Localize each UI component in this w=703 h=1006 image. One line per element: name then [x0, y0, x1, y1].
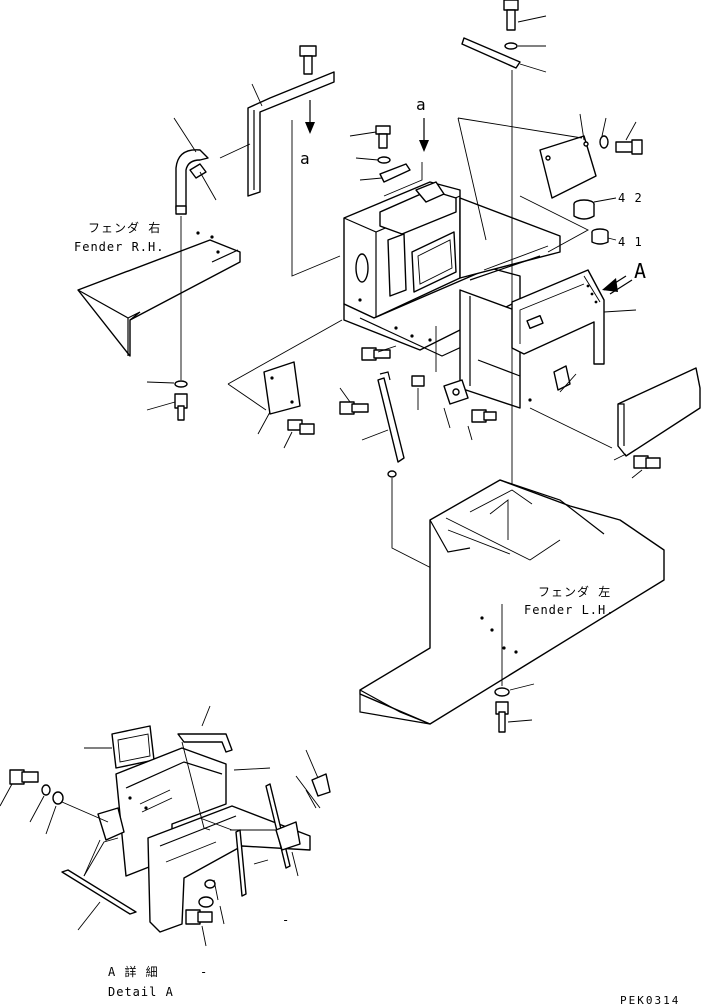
washer-upper-center — [377, 156, 391, 164]
detail-a-jp-label: A 詳 細 — [108, 964, 159, 979]
bolt-frame-mid — [339, 387, 369, 415]
arrow-ref-a-left — [305, 100, 315, 134]
clip-side — [553, 365, 577, 393]
cover-plate-upper — [539, 113, 597, 199]
bolt-lh-bottom — [495, 701, 533, 733]
ref-a-right: a — [416, 95, 426, 114]
detail-washer-1 — [41, 784, 51, 796]
detail-bolt-bottom — [185, 879, 225, 947]
arrow-ref-a-right — [419, 118, 429, 152]
detail-dash-mark: - — [282, 913, 290, 927]
fender-lh-en-label: Fender L.H. — [524, 603, 614, 617]
detail-a-dash: - — [200, 965, 208, 979]
leader-cover-right — [529, 407, 613, 449]
main-frame — [343, 181, 561, 409]
fender-rh-jp-label: フェンダ 右 — [88, 220, 161, 235]
bolt-lower-cover — [283, 419, 315, 449]
bolt-cover-panel-right — [613, 453, 661, 479]
washer-top — [504, 42, 518, 50]
grab-handle-rh — [173, 117, 209, 215]
leader-cover-plate — [227, 319, 343, 385]
leader-caps — [519, 195, 589, 253]
plate-small-center — [443, 379, 469, 429]
detail-a-en-label: Detail A — [108, 985, 174, 999]
leader-cover — [457, 117, 583, 241]
bolt-cover-right — [599, 117, 643, 155]
washer-rh — [174, 380, 188, 388]
cover-plate-lower — [257, 361, 301, 435]
bolt-top-bracket — [299, 45, 317, 75]
fender-rh — [77, 231, 241, 357]
bolt-frame-left — [361, 345, 397, 361]
bolt-upper-center — [349, 125, 391, 149]
drawing-code: PEK0314 — [620, 994, 680, 1006]
fender-lh-jp-label: フェンダ 左 — [538, 584, 611, 599]
lever-rod — [361, 371, 405, 478]
plate-upper-center — [379, 163, 411, 183]
cap-42 — [573, 197, 617, 220]
view-arrow-a — [602, 275, 633, 295]
cover-panel-right — [617, 367, 701, 457]
detail-washer-2 — [52, 791, 64, 805]
part-number-42: 4 2 — [618, 191, 643, 205]
ref-a-left: a — [300, 149, 310, 168]
bracket-upper-left — [219, 71, 335, 197]
detail-bolt-left — [0, 769, 39, 807]
detail-a-assembly — [61, 705, 331, 933]
bolt-center-lower — [467, 409, 497, 441]
fender-lh — [359, 479, 665, 725]
view-a-label: A — [634, 259, 646, 283]
strap-top — [461, 37, 521, 69]
bolt-rh-bottom — [146, 393, 188, 421]
leader-bracket — [291, 120, 341, 277]
cap-41 — [591, 228, 617, 245]
fender-rh-en-label: Fender R.H. — [74, 240, 164, 254]
spacer-center — [411, 375, 425, 410]
bolt-handle — [189, 163, 217, 201]
washer-lh — [494, 687, 510, 697]
bolt-top-right — [503, 0, 547, 31]
side-panel-a — [511, 269, 637, 365]
part-number-41: 4 1 — [618, 235, 643, 249]
